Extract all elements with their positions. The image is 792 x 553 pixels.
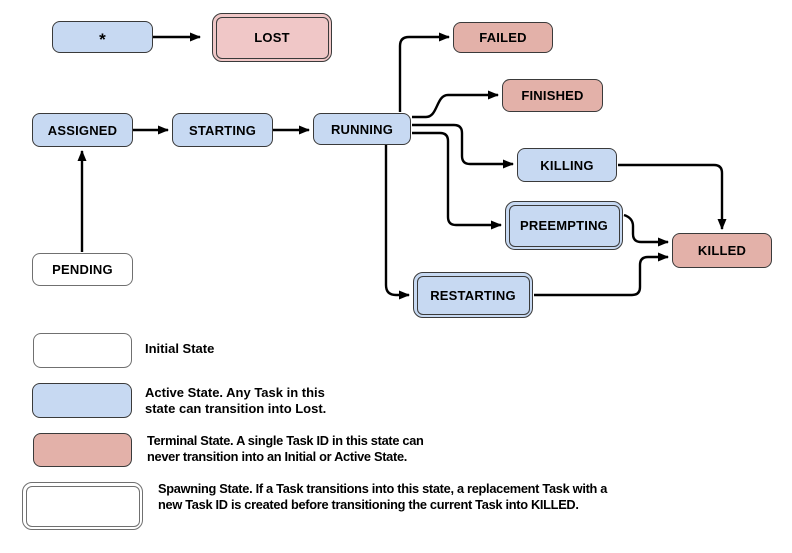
edge-running-to-preempting xyxy=(412,131,502,230)
edge-running-to-finished xyxy=(412,90,499,119)
state-label-lost: LOST xyxy=(254,30,290,45)
state-node-lost: LOST xyxy=(212,13,332,62)
state-node-assigned: ASSIGNED xyxy=(32,113,133,147)
state-node-any: * xyxy=(52,21,153,53)
legend-label-initial: Initial State xyxy=(145,341,215,356)
legend-label-terminal-line2: never transition into an Initial or Acti… xyxy=(147,448,408,464)
legend-swatch-active xyxy=(32,383,132,418)
edge-running-to-killing xyxy=(412,123,514,169)
legend-label-terminal: Terminal State. A single Task ID in this… xyxy=(147,433,424,464)
state-node-preempting: PREEMPTING xyxy=(505,201,623,250)
legend-swatch-initial xyxy=(33,333,132,368)
state-label-pending: PENDING xyxy=(52,262,113,277)
legend-swatch-spawning-inner-border xyxy=(25,485,140,527)
state-node-preempting-inner-border: PREEMPTING xyxy=(508,204,620,247)
state-label-killing: KILLING xyxy=(540,157,594,173)
edge-running-to-failed xyxy=(398,32,450,112)
state-label-killed: KILLED xyxy=(697,243,747,258)
legend-label-terminal-line1: Terminal State. A single Task ID in this… xyxy=(147,433,424,448)
state-label-preempting: PREEMPTING xyxy=(520,218,608,233)
state-label-failed: FAILED xyxy=(479,30,527,45)
legend-label-active-line1: Active State. Any Task in this xyxy=(145,385,325,400)
state-node-failed: FAILED xyxy=(453,22,553,53)
legend-swatch-spawning xyxy=(22,482,143,530)
edge-running-to-restarting xyxy=(384,145,410,300)
state-label-running: RUNNING xyxy=(330,121,394,137)
legend-label-spawning: Spawning State. If a Task transitions in… xyxy=(158,481,607,512)
state-label-any: * xyxy=(99,30,106,49)
state-node-killed: KILLED xyxy=(672,233,772,268)
state-node-restarting-inner-border: RESTARTING xyxy=(416,275,530,315)
state-label-assigned: ASSIGNED xyxy=(47,122,118,138)
edge-killing-to-killed xyxy=(618,163,727,230)
edge-preempting-to-killed xyxy=(623,213,669,247)
state-label-restarting: RESTARTING xyxy=(430,287,516,303)
state-label-starting: STARTING xyxy=(188,122,257,138)
legend-label-active: Active State. Any Task in this state can… xyxy=(145,385,326,416)
edge-restarting-to-killed xyxy=(534,252,669,297)
state-node-pending: PENDING xyxy=(32,253,133,286)
state-node-lost-inner-border: LOST xyxy=(215,16,329,59)
state-node-starting: STARTING xyxy=(172,113,273,147)
state-node-restarting: RESTARTING xyxy=(413,272,533,318)
state-label-finished: FINISHED xyxy=(521,88,584,103)
legend-label-spawning-line2: new Task ID is created before transition… xyxy=(158,496,579,512)
legend-swatch-terminal xyxy=(33,433,132,467)
legend-label-spawning-line1: Spawning State. If a Task transitions in… xyxy=(158,481,608,496)
state-node-running: RUNNING xyxy=(313,113,411,145)
legend-label-active-line2: state can transition into Lost. xyxy=(145,400,327,416)
state-node-finished: FINISHED xyxy=(502,79,603,112)
state-node-killing: KILLING xyxy=(517,148,617,182)
